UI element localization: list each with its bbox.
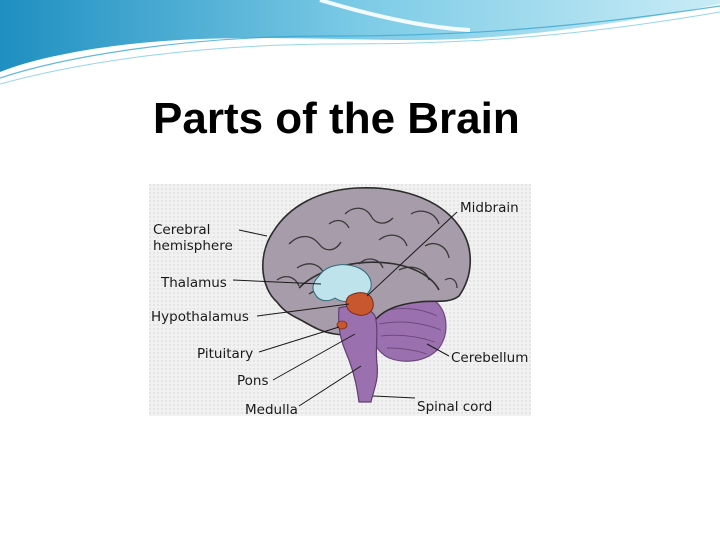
label-spinal-cord: Spinal cord bbox=[417, 399, 492, 415]
top-wave-banner bbox=[0, 0, 720, 85]
brain-diagram: Midbrain Cerebral hemisphere Thalamus Hy… bbox=[149, 184, 531, 416]
label-cerebral: Cerebral bbox=[153, 222, 210, 238]
label-cerebellum: Cerebellum bbox=[451, 350, 528, 366]
label-thalamus: Thalamus bbox=[160, 275, 227, 291]
label-midbrain: Midbrain bbox=[460, 200, 519, 216]
pituitary-shape bbox=[336, 320, 348, 330]
hypothalamus-shape bbox=[345, 292, 374, 316]
leader-line-cerebral bbox=[238, 229, 268, 237]
leader-line-pons bbox=[272, 333, 356, 381]
cerebrum-folds bbox=[276, 207, 458, 301]
leader-line-hypothalamus bbox=[256, 303, 350, 317]
leader-line-pituitary bbox=[258, 326, 340, 353]
label-medulla: Medulla bbox=[245, 402, 298, 416]
corpus-callosum bbox=[298, 261, 440, 291]
cerebrum-shape bbox=[262, 187, 471, 336]
label-hypothalamus: Hypothalamus bbox=[151, 309, 249, 325]
leader-line-midbrain bbox=[366, 211, 458, 297]
brainstem-shape bbox=[338, 305, 378, 403]
leader-line-cerebellum bbox=[426, 343, 450, 357]
label-pons: Pons bbox=[237, 373, 269, 389]
label-hemisphere: hemisphere bbox=[153, 238, 233, 254]
leader-line-thalamus bbox=[232, 279, 322, 285]
leader-line-medulla bbox=[298, 365, 362, 407]
label-pituitary: Pituitary bbox=[197, 346, 253, 362]
leader-line-spinal-cord bbox=[372, 395, 416, 399]
slide-title: Parts of the Brain bbox=[153, 94, 520, 143]
